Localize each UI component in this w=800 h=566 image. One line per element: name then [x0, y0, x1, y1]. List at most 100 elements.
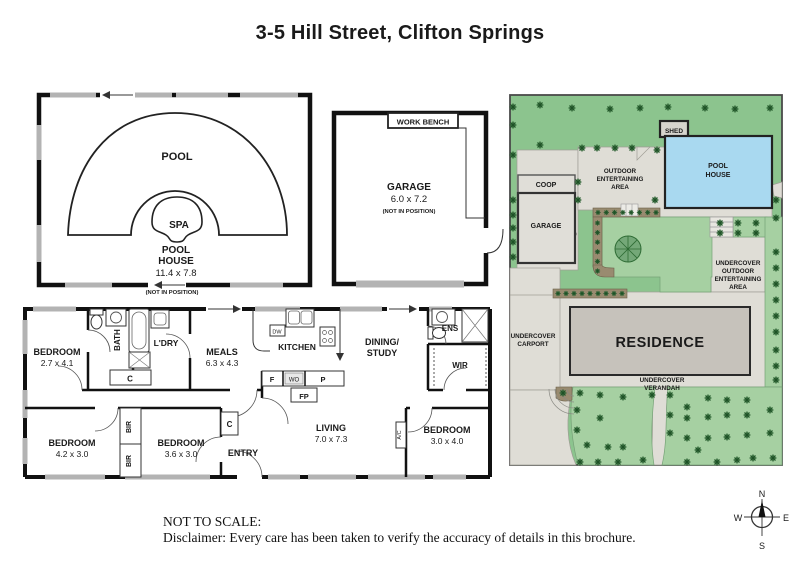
pool-shape: [67, 112, 288, 236]
garage-dims: 6.0 x 7.2: [391, 194, 427, 205]
compass: N S W E: [734, 489, 789, 551]
svg-text:HOUSE: HOUSE: [706, 172, 731, 179]
svg-text:HOUSE: HOUSE: [158, 256, 194, 267]
ac-unit: [395, 421, 407, 449]
garage-structure: [516, 191, 577, 265]
c2-label: C: [227, 420, 233, 429]
svg-text:4.2 x 3.0: 4.2 x 3.0: [56, 449, 89, 459]
basin: [105, 308, 127, 327]
svg-text:OUTDOOR: OUTDOOR: [722, 268, 755, 275]
fridge-label: F: [270, 375, 275, 384]
garage-door-swing: [486, 228, 504, 254]
shed-label: SHED: [665, 128, 683, 135]
entry-label: ENTRY: [228, 448, 258, 458]
compass-e: E: [783, 513, 789, 523]
pool-house-dims: 11.4 x 7.8: [155, 268, 196, 279]
bath-label: BATH: [113, 329, 122, 351]
svg-text:6.3 x 4.3: 6.3 x 4.3: [206, 358, 239, 368]
bir-2: [119, 443, 142, 478]
disclaimer: Disclaimer: Every care has been taken to…: [163, 530, 636, 545]
residence-label: RESIDENCE: [615, 335, 704, 351]
large-tree: [614, 235, 642, 263]
kitchen-label: KITCHEN: [278, 342, 316, 352]
living-label: LIVING: [316, 423, 346, 433]
pantry-label: P: [320, 375, 325, 384]
wall-arrow-2: [389, 305, 417, 313]
work-bench-label: WORK BENCH: [397, 118, 450, 127]
bir2-label: BIR: [126, 455, 133, 467]
fp-label: FP: [299, 392, 309, 401]
shower-ens: [461, 308, 489, 343]
wo-label: WO: [289, 378, 300, 384]
wall-arrow-1: [208, 305, 241, 313]
meals-label: MEALS: [206, 347, 238, 357]
svg-text:2.7 x 4.1: 2.7 x 4.1: [41, 358, 74, 368]
spa-label: SPA: [169, 220, 189, 231]
work-bench: [387, 112, 459, 129]
compass-w: W: [734, 513, 743, 523]
dw-label: DW: [272, 330, 282, 336]
kitchen-bench: [252, 309, 270, 352]
svg-text:AREA: AREA: [729, 284, 747, 291]
ens-label: ENS: [442, 324, 459, 333]
ens-toilet: [427, 326, 446, 340]
pool-house-windows: [36, 92, 298, 288]
footer: NOT TO SCALE: Disclaimer: Every care has…: [163, 514, 636, 546]
dishwasher: [269, 324, 286, 337]
uoea-label: UNDERCOVER: [716, 260, 761, 267]
house-windows: [22, 306, 466, 480]
bedroom3-label: BEDROOM: [158, 438, 205, 448]
svg-text:AREA: AREA: [611, 184, 629, 191]
bedroom2-label: BEDROOM: [49, 438, 96, 448]
svg-text:CARPORT: CARPORT: [517, 341, 548, 348]
site-garage-label: GARAGE: [531, 223, 562, 230]
garage-note: (NOT IN POSITION): [383, 209, 436, 215]
fridge-oven-pantry: [261, 370, 345, 387]
dining-label: DINING/: [365, 337, 400, 347]
pool-house-structure: [663, 134, 774, 210]
trees: [509, 101, 780, 466]
garage-name: GARAGE: [387, 182, 431, 193]
svg-text:3.0 x 4.0: 3.0 x 4.0: [431, 436, 464, 446]
shift-arrow-bottom: [154, 281, 185, 289]
shift-arrow-top: [102, 91, 133, 99]
carport-label: UNDERCOVER: [511, 333, 556, 340]
bedroom4-label: BEDROOM: [424, 425, 471, 435]
pool-house-plan: POOL SPA POOL HOUSE 11.4 x 7.8 (NOT IN P…: [36, 91, 313, 296]
ens-basin: [431, 308, 456, 326]
stove: [319, 326, 336, 347]
svg-text:VERANDAH: VERANDAH: [644, 385, 680, 392]
fireplace: [290, 387, 318, 403]
bir1-label: BIR: [126, 421, 133, 433]
outdoor-area-label: OUTDOOR: [604, 168, 637, 175]
svg-text:3.6 x 3.0: 3.6 x 3.0: [165, 449, 198, 459]
pool-label: POOL: [161, 151, 192, 163]
laundry-trough: [150, 309, 170, 329]
toilet: [89, 308, 104, 330]
residence-floor-plan: BEDROOM 2.7 x 4.1 BATH L'DRY MEALS 6.3 x…: [22, 305, 492, 480]
ldry-label: L'DRY: [154, 338, 179, 348]
residence-structure: [569, 306, 751, 376]
svg-text:ENTERTAINING: ENTERTAINING: [715, 276, 762, 283]
wir-label: WIR: [452, 361, 468, 370]
compass-s: S: [759, 541, 765, 551]
c1-label: C: [127, 375, 133, 384]
pool-house-note: (NOT IN POSITION): [146, 290, 199, 296]
bath-cupboard: [109, 369, 152, 386]
shower-bath: [128, 351, 151, 369]
ac-label: A/C: [397, 430, 403, 439]
kitchen-sink: [285, 308, 315, 328]
svg-text:STUDY: STUDY: [367, 348, 398, 358]
site-pool-house-label: POOL: [708, 163, 729, 170]
spa-shape: [151, 196, 203, 243]
shrubs: [555, 209, 659, 297]
svg-text:7.0 x 7.3: 7.0 x 7.3: [315, 434, 348, 444]
verandah-label: UNDERCOVER: [640, 377, 685, 384]
compass-needle: [758, 500, 766, 517]
bathtub: [128, 308, 150, 353]
coop-label: COOP: [536, 182, 557, 189]
site-plan: SHED POOL HOUSE COOP GARAGE OUTDOOR ENTE…: [509, 94, 783, 466]
compass-n: N: [759, 489, 766, 499]
